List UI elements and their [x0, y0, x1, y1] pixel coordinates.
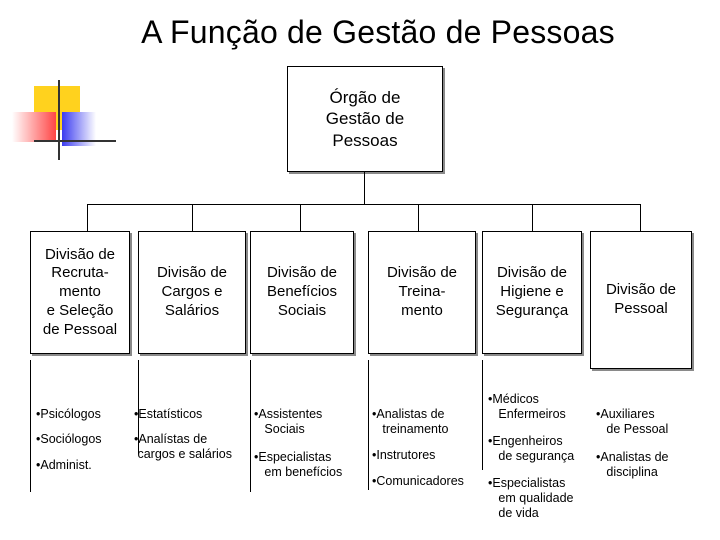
role-item: •Especialistas em qualidade de vida	[488, 476, 574, 520]
division-box-personnel: Divisão de Pessoal	[590, 231, 692, 369]
division-label: Divisão de Cargos e Salários	[156, 264, 228, 319]
role-item: •Assistentes Sociais	[254, 407, 323, 436]
role-item: •Engenheiros de segurança	[488, 434, 575, 463]
division-label: Divisão de Benefícios Sociais	[266, 264, 338, 319]
division-label: Divisão de Recruta- mento e Seleção de P…	[42, 245, 118, 338]
slide-title: A Função de Gestão de Pessoas	[141, 14, 615, 50]
role-item: •Administ.	[36, 458, 92, 472]
division-box-benefits: Divisão de Benefícios Sociais	[250, 231, 354, 354]
role-item: •Médicos Enfermeiros	[488, 392, 566, 421]
role-item: •Especialistas em benefícios	[254, 450, 343, 479]
role-item: •Comunicadores	[372, 474, 464, 488]
division-box-positions-salaries: Divisão de Cargos e Salários	[138, 231, 246, 354]
role-item: •Auxiliares de Pessoal	[596, 407, 669, 436]
division-label: Divisão de Treina- mento	[386, 264, 458, 319]
role-item: •Analístas de cargos e salários	[134, 432, 232, 461]
root-box: Órgão de Gestão de Pessoas	[287, 66, 443, 172]
division-label: Divisão de Higiene e Segurança	[495, 264, 569, 319]
root-label: Órgão de Gestão de Pessoas	[325, 88, 405, 150]
division-box-hygiene-safety: Divisão de Higiene e Segurança	[482, 231, 582, 354]
role-item: •Instrutores	[372, 448, 436, 462]
role-item: •Analistas de disciplina	[596, 450, 669, 479]
division-box-recruitment: Divisão de Recruta- mento e Seleção de P…	[30, 231, 130, 354]
role-item: •Psicólogos	[36, 407, 101, 421]
division-box-training: Divisão de Treina- mento	[368, 231, 476, 354]
role-item: •Estatísticos	[134, 407, 203, 421]
role-item: •Sociólogos	[36, 432, 102, 446]
role-item: •Analistas de treinamento	[372, 407, 449, 436]
division-label: Divisão de Pessoal	[605, 281, 677, 317]
